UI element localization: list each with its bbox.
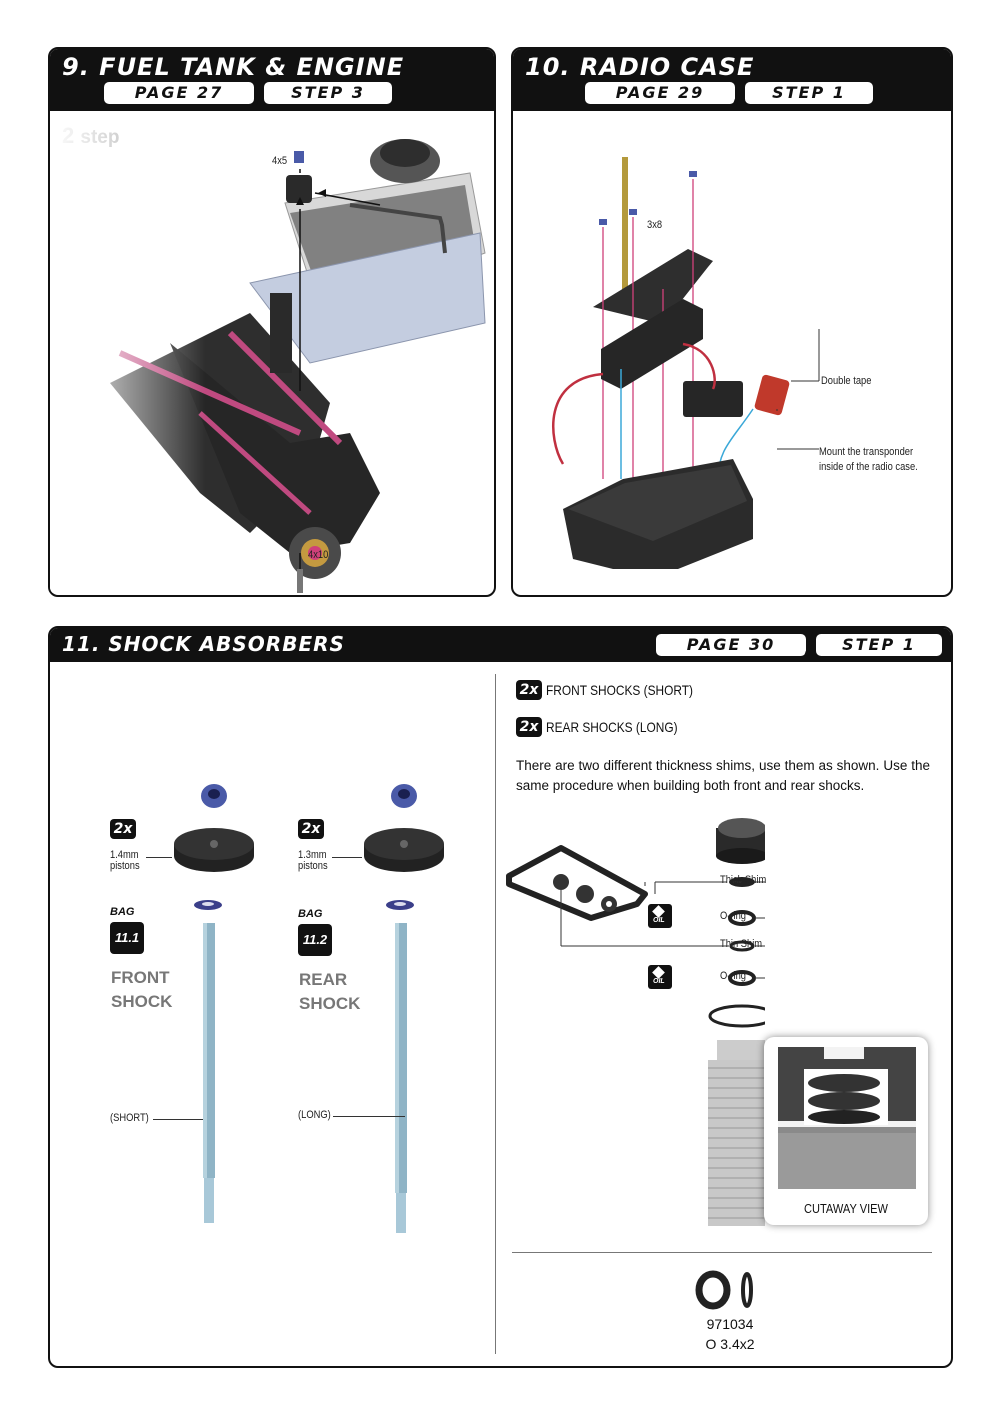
oring-label-2: O-ring bbox=[720, 970, 746, 982]
transponder-label-2: inside of the radio case. bbox=[819, 461, 918, 473]
bag-word: BAG bbox=[110, 906, 135, 918]
oring-label-1: O-ring bbox=[720, 910, 746, 922]
page-ref: PAGE 27 bbox=[104, 82, 254, 104]
length-leader bbox=[153, 1119, 203, 1120]
part-spec: O 3.4x2 bbox=[705, 1336, 755, 1352]
thin-shim-label: Thin Shim bbox=[720, 938, 763, 950]
cutaway-illustration bbox=[778, 1047, 916, 1189]
transponder-label-1: Mount the transponder bbox=[819, 446, 914, 458]
thick-shim-label: Thick Shim bbox=[720, 874, 767, 886]
instructions: There are two different thickness shims,… bbox=[516, 758, 930, 793]
screw-label-top: 4x5 bbox=[272, 155, 288, 167]
chassis-illustration bbox=[50, 113, 494, 593]
step-ref: STEP 3 bbox=[264, 82, 392, 104]
step-ref: STEP 1 bbox=[745, 82, 873, 104]
double-tape-label: Double tape bbox=[821, 375, 872, 387]
piston-leader bbox=[146, 857, 172, 858]
oil-label: OIL bbox=[653, 917, 665, 924]
oil-icon: OIL bbox=[648, 965, 672, 989]
oil-label: OIL bbox=[653, 978, 665, 985]
shim-assembly-illustration bbox=[506, 818, 765, 1226]
length-label: (SHORT) bbox=[110, 1112, 149, 1124]
bag-number: 11.1 bbox=[110, 922, 144, 954]
cutaway-view: CUTAWAY VIEW bbox=[764, 1037, 928, 1225]
list-item: REAR SHOCKS (LONG) bbox=[546, 719, 678, 735]
screw-label-bottom: 4x10 bbox=[308, 549, 329, 561]
step-ref: STEP 1 bbox=[816, 634, 942, 656]
page-ref: PAGE 30 bbox=[656, 634, 806, 656]
panel-shock-absorbers: 11. SHOCK ABSORBERS PAGE 30 STEP 1 2x 1.… bbox=[48, 626, 953, 1368]
bag-number: 11.2 bbox=[298, 924, 332, 956]
qty-badge: 2x bbox=[298, 819, 324, 839]
cutaway-label: CUTAWAY VIEW bbox=[804, 1201, 888, 1216]
piston-leader bbox=[332, 857, 362, 858]
panel-title: 9. FUEL TANK & ENGINE bbox=[62, 53, 405, 81]
qty-badge: 2x bbox=[110, 819, 136, 839]
qty-badge: 2x bbox=[516, 680, 542, 700]
length-label: (LONG) bbox=[298, 1109, 331, 1121]
page-ref: PAGE 29 bbox=[585, 82, 735, 104]
part-number: 971034 bbox=[706, 1316, 754, 1332]
panel-title: 11. SHOCK ABSORBERS bbox=[62, 632, 345, 656]
list-item: FRONT SHOCKS (SHORT) bbox=[546, 682, 693, 698]
oring-part-icon bbox=[695, 1270, 753, 1310]
oil-icon: OIL bbox=[648, 904, 672, 928]
panel-fuel-tank-engine: 9. FUEL TANK & ENGINE PAGE 27 STEP 3 2 s… bbox=[48, 47, 496, 597]
qty-badge: 2x bbox=[516, 717, 542, 737]
radio-case-illustration bbox=[552, 157, 820, 569]
panel-radio-case: 10. RADIO CASE PAGE 29 STEP 1 bbox=[511, 47, 953, 597]
column-divider bbox=[495, 674, 496, 1354]
rear-shock-parts bbox=[364, 784, 444, 1233]
screw-label: 3x8 bbox=[647, 219, 663, 231]
bag-word: BAG bbox=[298, 908, 323, 920]
front-shock-parts bbox=[174, 784, 254, 1223]
panel-title: 10. RADIO CASE bbox=[525, 53, 755, 81]
bottom-divider bbox=[512, 1252, 932, 1253]
length-leader bbox=[333, 1116, 405, 1117]
